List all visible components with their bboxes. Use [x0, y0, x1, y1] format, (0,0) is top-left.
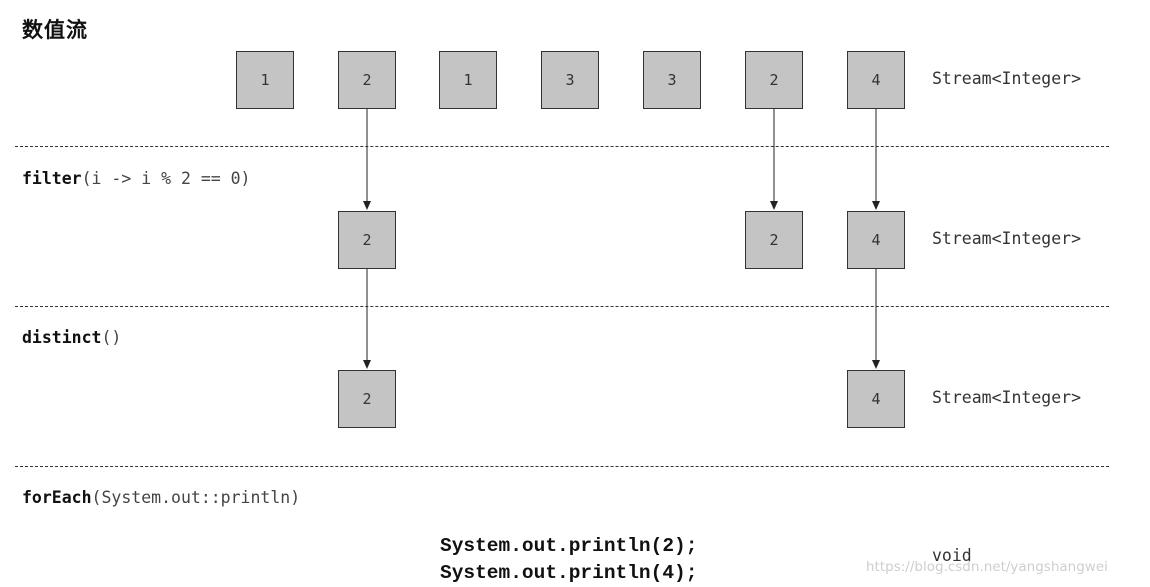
operation-args: (i -> i % 2 == 0) — [81, 169, 251, 188]
stream-type-label: Stream<Integer> — [932, 229, 1082, 248]
operation-args: () — [101, 328, 122, 347]
watermark: https://blog.csdn.net/yangshangwei — [866, 559, 1108, 575]
stage-separator — [15, 306, 1109, 307]
stream-element-box: 3 — [541, 51, 599, 109]
arrow — [363, 109, 371, 210]
println-output-line: System.out.println(2); — [440, 535, 698, 557]
arrow — [770, 109, 778, 210]
operation-name: distinct — [22, 328, 102, 347]
operation-name: filter — [22, 169, 82, 188]
stream-element-box: 3 — [643, 51, 701, 109]
stream-element-box: 1 — [439, 51, 497, 109]
void-type-label: void — [932, 546, 972, 565]
stream-element-box: 4 — [847, 211, 905, 269]
stream-element-box: 1 — [236, 51, 294, 109]
stream-element-box: 2 — [745, 51, 803, 109]
diagram-title: 数值流 — [22, 18, 88, 42]
stage-separator — [15, 466, 1109, 467]
operation-name: forEach — [22, 488, 92, 507]
println-output-line: System.out.println(4); — [440, 562, 698, 584]
stream-type-label: Stream<Integer> — [932, 388, 1082, 407]
stream-type-label: Stream<Integer> — [932, 69, 1082, 88]
distinct-operation-label: distinct() — [22, 328, 121, 347]
stream-element-box: 2 — [745, 211, 803, 269]
arrow — [872, 109, 880, 210]
stream-element-box: 2 — [338, 51, 396, 109]
stream-element-box: 4 — [847, 370, 905, 428]
arrow — [872, 269, 880, 369]
arrow — [363, 269, 371, 369]
stream-element-box: 2 — [338, 370, 396, 428]
operation-args: (System.out::println) — [91, 488, 301, 507]
stage-separator — [15, 146, 1109, 147]
filter-operation-label: filter(i -> i % 2 == 0) — [22, 169, 251, 188]
foreach-operation-label: forEach(System.out::println) — [22, 488, 300, 507]
stream-element-box: 2 — [338, 211, 396, 269]
stream-element-box: 4 — [847, 51, 905, 109]
